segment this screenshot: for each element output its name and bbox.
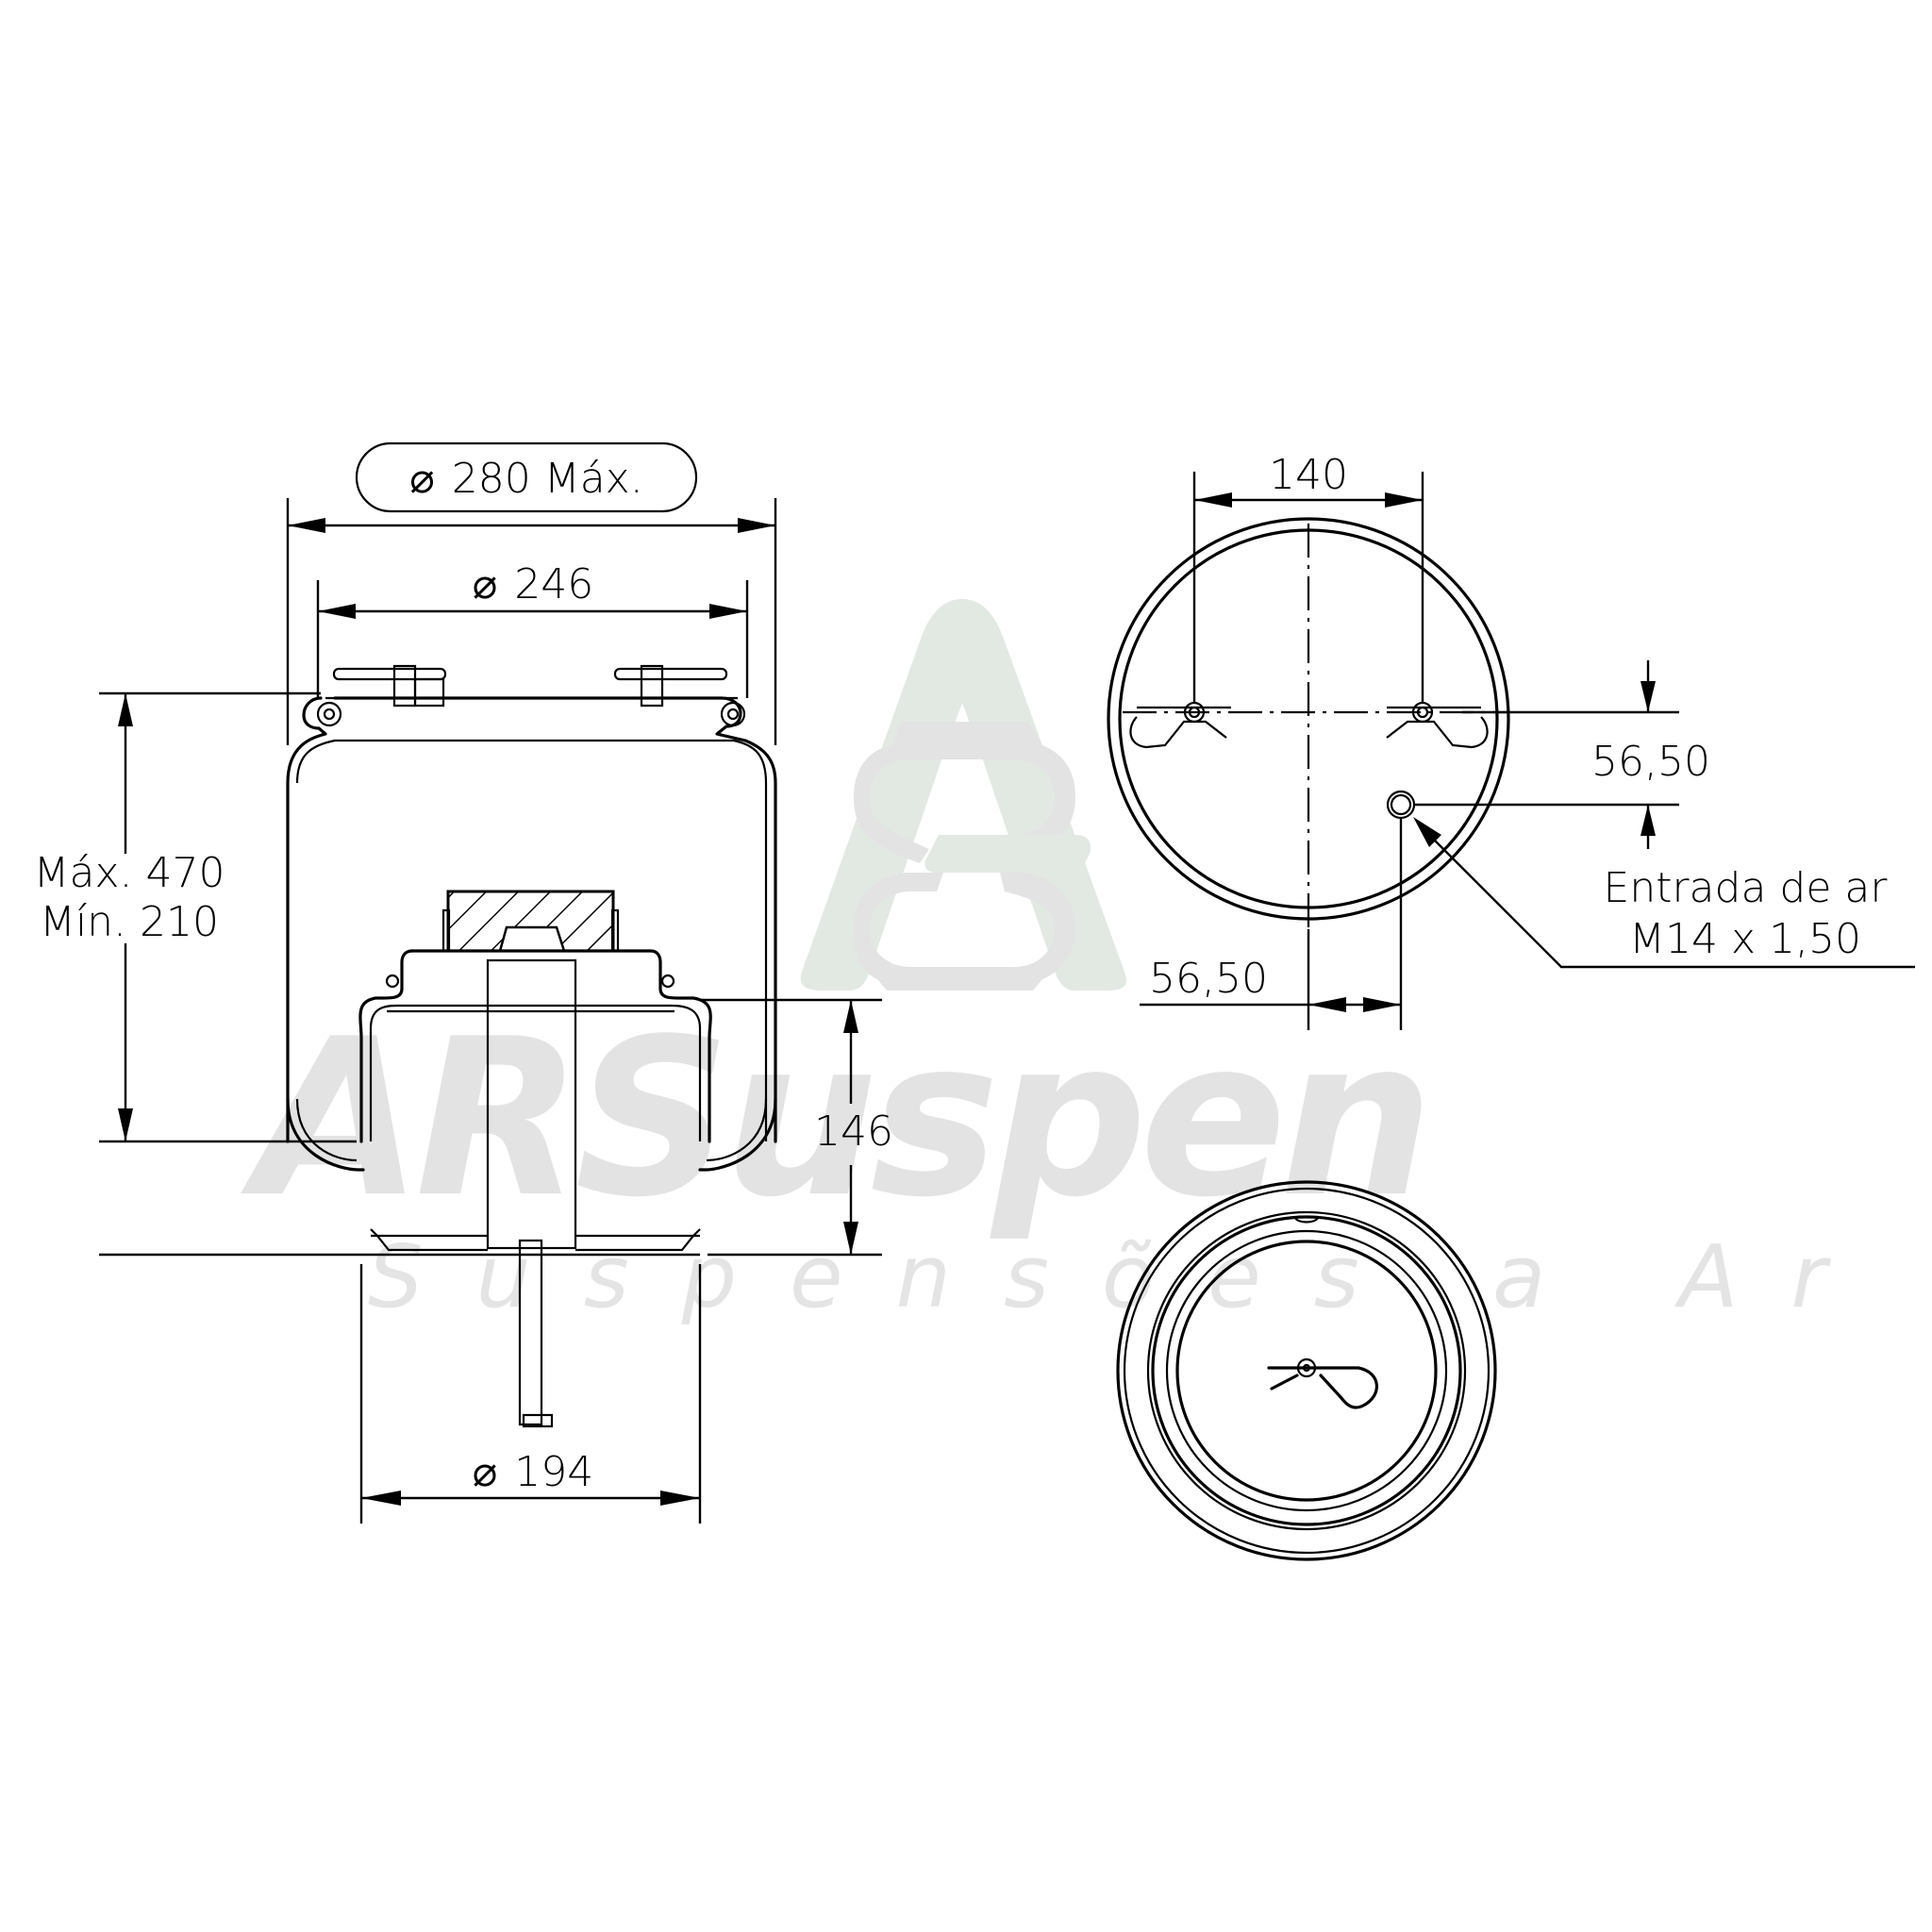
bumper — [441, 890, 620, 953]
air-inlet-thread-spec: M14 x 1,50 — [1629, 915, 1861, 963]
retaining-clip — [1267, 1357, 1378, 1409]
dim-air-inlet-vertical-offset: 56,50 — [1415, 660, 1710, 849]
dim-air-inlet-vertical-offset-value: 56,50 — [1591, 738, 1710, 786]
top-view: 140 56,50 56,50 Entrada de ar M14 x 1 — [1107, 451, 1915, 1030]
svg-text:⌀ 246: ⌀ 246 — [473, 560, 593, 608]
dim-stud-spacing-value: 140 — [1269, 451, 1348, 499]
air-inlet — [1386, 790, 1416, 820]
mounting-clip-right — [1386, 701, 1489, 749]
dim-piston-height-value: 146 — [814, 1108, 893, 1156]
dim-piston-diameter: ⌀ 194 — [359, 1264, 702, 1524]
svg-text:⌀ 280 Máx.: ⌀ 280 Máx. — [409, 455, 642, 503]
dim-overall-diameter: ⌀ 280 Máx. — [286, 441, 777, 745]
dim-piston-diameter-value: 194 — [514, 1448, 593, 1496]
air-inlet-label: Entrada de ar — [1604, 864, 1889, 912]
diameter-symbol: ⌀ — [409, 455, 435, 503]
bead-plate — [286, 664, 777, 1143]
dim-bead-plate-diameter-value: 246 — [514, 560, 593, 608]
piston — [358, 949, 712, 1428]
air-inlet-callout: Entrada de ar M14 x 1,50 — [1413, 817, 1915, 969]
watermark-tagline: Suspensões a Ar — [368, 1226, 1879, 1327]
watermark: ARSuspen Suspensões a Ar — [241, 599, 1879, 1327]
diameter-symbol: ⌀ — [473, 560, 498, 608]
bellows — [286, 1097, 777, 1172]
dim-box — [355, 441, 698, 513]
as-monogram-logo — [800, 599, 1127, 991]
dim-bead-plate-diameter: ⌀ 246 — [316, 560, 749, 698]
diameter-symbol: ⌀ — [473, 1448, 498, 1496]
svg-text:⌀ 194: ⌀ 194 — [473, 1448, 593, 1496]
dim-stud-spacing: 140 — [1192, 451, 1424, 703]
side-view: ⌀ 280 Máx. ⌀ 246 — [34, 441, 893, 1524]
dim-air-inlet-horizontal-offset: 56,50 — [1140, 819, 1403, 1030]
dim-height: Máx. 470 Mín. 210 — [34, 691, 357, 1143]
dim-height-max: Máx. 470 — [34, 849, 225, 897]
mounting-clip-left — [1129, 701, 1231, 749]
dim-piston-height: 146 — [700, 998, 893, 1257]
bottom-view — [1116, 1180, 1497, 1561]
dim-overall-diameter-value: 280 Máx. — [452, 455, 643, 503]
dim-air-inlet-horizontal-offset-value: 56,50 — [1149, 955, 1268, 1003]
dim-height-min: Mín. 210 — [40, 898, 219, 946]
